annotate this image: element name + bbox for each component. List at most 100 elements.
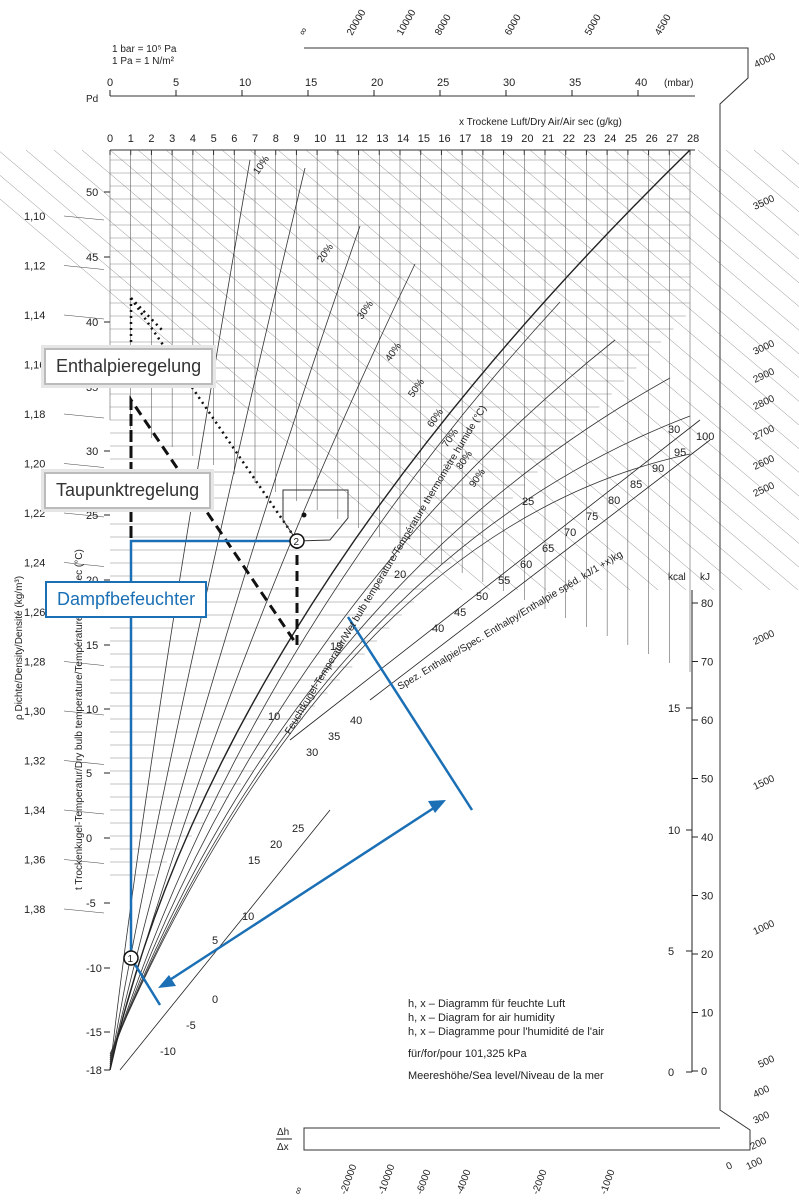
dhdx-bottom-label: -2000 bbox=[530, 1168, 549, 1196]
h-grid-line bbox=[557, 149, 799, 355]
h-grid-line bbox=[221, 149, 743, 591]
t-tick-label: -15 bbox=[86, 1027, 102, 1039]
state-point-1-label: 1 bbox=[128, 954, 134, 965]
wet-bulb-tick-label: 25 bbox=[522, 496, 534, 508]
enthalpy-tick-label: 55 bbox=[498, 575, 510, 587]
enthalpy-control-top bbox=[130, 297, 163, 331]
h-grid-line bbox=[417, 149, 799, 473]
x-tick-label: 19 bbox=[501, 133, 513, 145]
h-grid-line bbox=[697, 149, 799, 236]
dhdx-right-label: 2800 bbox=[752, 393, 777, 413]
pd-tick-label: 35 bbox=[569, 77, 581, 89]
h-grid-line bbox=[25, 149, 547, 591]
dhdx-right-label: 2000 bbox=[752, 628, 777, 648]
saturation-curve bbox=[109, 149, 691, 1071]
dhdx-bottom-label: -6000 bbox=[414, 1168, 433, 1196]
enthalpy-tick-label: 75 bbox=[586, 511, 598, 523]
kj-tick-label: 70 bbox=[701, 657, 713, 669]
enthalpy-tick-label: 45 bbox=[454, 607, 466, 619]
enthalpy-tick-label: 95 bbox=[674, 447, 686, 459]
h-grid-line bbox=[193, 149, 715, 591]
x-tick-label: 6 bbox=[231, 133, 237, 145]
kj-tick-label: 50 bbox=[701, 774, 713, 786]
h-grid-line bbox=[445, 149, 799, 449]
enthalpy-tick-label: 85 bbox=[630, 479, 642, 491]
enthalpy-axis bbox=[369, 439, 711, 701]
dhdx-right-label: 3500 bbox=[752, 193, 777, 213]
t-tick-label: 40 bbox=[86, 317, 98, 329]
note-pressure: für/for/pour 101,325 kPa bbox=[408, 1048, 527, 1060]
arrow-head-end bbox=[428, 800, 446, 813]
dhdx-numerator: Δh bbox=[277, 1127, 289, 1138]
dhdx-denominator: Δx bbox=[277, 1142, 289, 1153]
pd-tick-label: 15 bbox=[305, 77, 317, 89]
wet-bulb-title: Feuchtkugel-Temperatur/Wet bulb temperat… bbox=[283, 404, 489, 737]
x-tick-label: 23 bbox=[583, 133, 595, 145]
note-de: h, x – Diagramm für feuchte Luft bbox=[408, 998, 566, 1010]
pd-top-tick-label: 8000 bbox=[433, 12, 454, 37]
x-tick-label: 12 bbox=[356, 133, 368, 145]
x-tick-label: 27 bbox=[666, 133, 678, 145]
kcal-label: kcal bbox=[668, 572, 686, 583]
h-grid-line bbox=[0, 151, 519, 591]
kj-label: kJ bbox=[700, 572, 710, 583]
rho-tick-label: 1,28 bbox=[24, 657, 45, 669]
enthalpy-tick-label: 50 bbox=[476, 591, 488, 603]
x-tick-label: 20 bbox=[521, 133, 533, 145]
h-grid-line bbox=[305, 149, 799, 568]
enthalpy-tick-label: -5 bbox=[186, 1020, 196, 1032]
h-grid-line bbox=[333, 149, 799, 544]
rho-tick-label: 1,26 bbox=[24, 607, 45, 619]
rh-curve bbox=[109, 377, 671, 1059]
enthalpy-tick-label: -10 bbox=[160, 1046, 176, 1058]
enthalpy-tick-label: 20 bbox=[270, 839, 282, 851]
x-tick-label: 1 bbox=[128, 133, 134, 145]
kj-tick-label: 0 bbox=[701, 1066, 707, 1078]
x-tick-label: 8 bbox=[273, 133, 279, 145]
rho-tick-label: 1,22 bbox=[24, 508, 45, 520]
rho-line bbox=[63, 710, 105, 716]
enthalpy-tick-label: 30 bbox=[306, 747, 318, 759]
enthalpy-tick-label: 100 bbox=[696, 431, 714, 443]
rho-line bbox=[63, 859, 105, 864]
pd-tick-label: 25 bbox=[437, 77, 449, 89]
state-point-2-label: 2 bbox=[294, 537, 300, 548]
h-grid-line bbox=[109, 149, 631, 591]
dhdx-bottom-label: -4000 bbox=[454, 1168, 473, 1196]
rho-line bbox=[63, 314, 105, 320]
rh-label: 40% bbox=[383, 341, 404, 364]
dhdx-bottom-label: -10000 bbox=[376, 1163, 397, 1196]
h-grid-line bbox=[613, 149, 799, 307]
enthalpy-tick-label: 40 bbox=[350, 715, 362, 727]
h-grid-line bbox=[361, 149, 799, 520]
rho-tick-label: 1,36 bbox=[24, 855, 45, 867]
rh-label: 50% bbox=[406, 377, 427, 400]
h-grid-line bbox=[0, 175, 491, 591]
kcal-tick-label: 10 bbox=[668, 825, 680, 837]
t-tick-label: -18 bbox=[86, 1065, 102, 1077]
dhdx-right-label: 3000 bbox=[752, 338, 777, 358]
pd-tick-label: 10 bbox=[239, 77, 251, 89]
kcal-tick-label: 5 bbox=[668, 946, 674, 958]
h-grid-line bbox=[53, 149, 575, 591]
h-grid-line bbox=[641, 149, 799, 284]
pd-tick-label: 20 bbox=[371, 77, 383, 89]
x-tick-label: 4 bbox=[190, 133, 196, 145]
h-grid-line bbox=[669, 149, 799, 260]
rh-curve bbox=[109, 159, 251, 1071]
pd-tick-label: 5 bbox=[173, 77, 179, 89]
t-tick-label: -5 bbox=[86, 898, 96, 910]
enthalpy-tick-label: 70 bbox=[564, 527, 576, 539]
dewpoint-control-label: Taupunktregelung bbox=[44, 472, 212, 509]
t-tick-label: 25 bbox=[86, 510, 98, 522]
h-grid-line bbox=[137, 149, 659, 591]
pd-top-tick-label: 5000 bbox=[583, 12, 604, 37]
h-grid-line bbox=[277, 149, 799, 591]
rho-tick-label: 1,14 bbox=[24, 310, 45, 322]
dhdx-bottom-label: ∞ bbox=[292, 1186, 305, 1196]
pd-tick-label: 40 bbox=[635, 77, 647, 89]
rho-line bbox=[63, 463, 105, 468]
x-tick-label: 26 bbox=[646, 133, 658, 145]
state-point-2 bbox=[289, 533, 305, 549]
